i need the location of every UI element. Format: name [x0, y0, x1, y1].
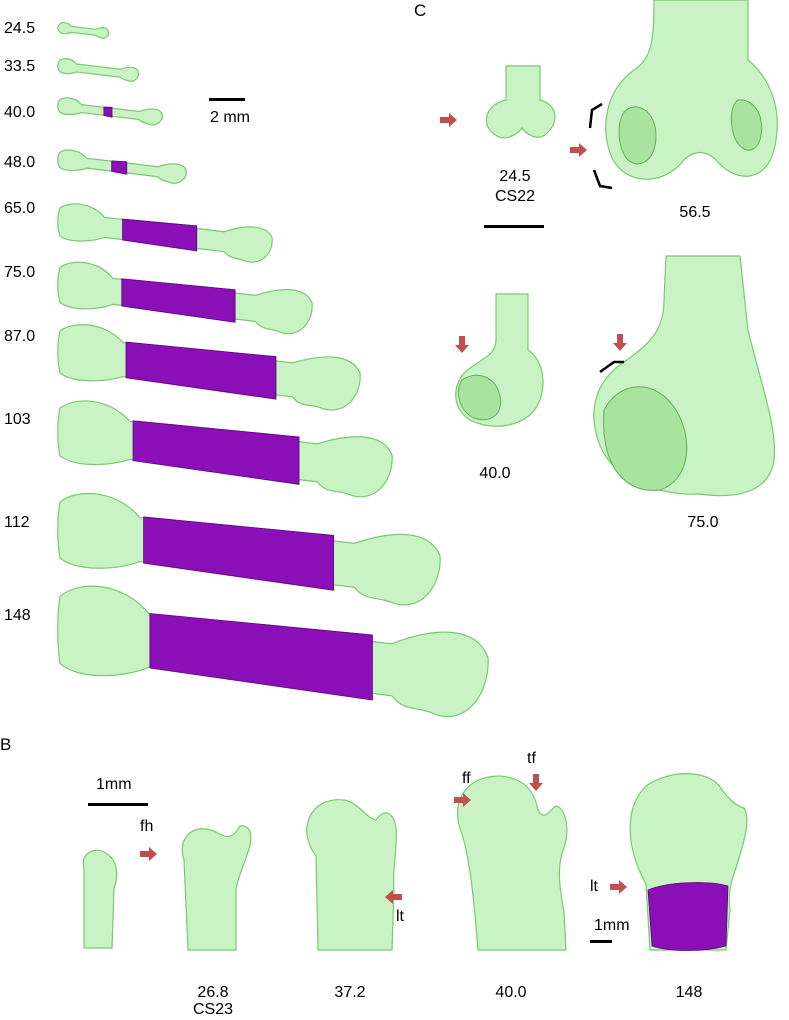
red-arrow-icon [140, 847, 157, 861]
panel-a-stage-label: 87.0 [4, 328, 36, 345]
panel-a-femur [57, 58, 140, 82]
panel-b-caption-4: 148 [675, 984, 703, 1001]
panel-a-ossified-shaft [122, 218, 198, 252]
panel-a-ossified-shaft [132, 420, 300, 485]
panel-a-ossified-shaft [149, 613, 373, 701]
red-arrow-icon [454, 793, 471, 807]
red-arrow-icon [440, 113, 457, 127]
panel-a-ossified-shaft [111, 160, 128, 175]
panel-c-caption-2: 56.5 [679, 204, 711, 221]
panel-c-caption-1-line1: 24.5 [499, 168, 531, 185]
red-arrow-icon [385, 890, 402, 904]
panel-a-ossified-shaft [121, 278, 236, 323]
panel-b-caption-3: 40.0 [495, 984, 527, 1001]
panel-a-bone-series [57, 21, 489, 718]
panel-a-stage-label: 48.0 [4, 154, 36, 171]
panel-c-distal-femur-75-0 [593, 255, 776, 497]
panel-a-stage-label: 148 [4, 607, 31, 624]
annotation-tf: tf [527, 750, 536, 767]
annotation-lt-1: lt [396, 908, 404, 925]
panel-a-ossified-shaft [143, 516, 334, 591]
panel-b-caption-2: 37.2 [334, 984, 366, 1001]
panel-b-scale-bar-bottom [590, 940, 612, 943]
arrow-layer [140, 113, 627, 904]
panel-b-caption-1-line1: 26.8 [197, 984, 229, 1001]
panel-a-stage-label: 112 [4, 514, 30, 531]
panel-b-scale-label-top: 1mm [96, 776, 132, 793]
panel-b-proximal-femur-1 [82, 849, 118, 949]
panel-b-caption-1-line2: CS23 [192, 1001, 234, 1018]
annotation-fh: fh [140, 818, 154, 835]
panel-b-scale-bar-top [88, 803, 148, 806]
red-arrow-icon [610, 880, 627, 894]
red-arrow-icon [529, 774, 543, 791]
red-arrow-icon [613, 334, 627, 351]
panel-c-distal-femur-56-5 [605, 0, 778, 180]
panel-b-proximal-femur-26-8 [181, 825, 252, 951]
annotation-ff: ff [462, 770, 471, 787]
red-arrow-icon [455, 336, 469, 353]
panel-b-proximal-femur-148 [629, 773, 748, 951]
panel-a-stage-label: 24.5 [4, 20, 36, 37]
panel-c-caption-3: 40.0 [479, 465, 511, 482]
panel-c-letter: C [414, 1, 427, 20]
panel-c-caption-4: 75.0 [687, 514, 719, 531]
panel-b-letter: B [0, 735, 12, 754]
panel-a-stage-label: 65.0 [4, 200, 36, 217]
panel-b-proximal-femur-40-0 [456, 775, 568, 951]
panel-c-scale-bar [484, 225, 544, 228]
panel-c-distal-femur-24-5 [485, 65, 556, 139]
red-arrow-icon [570, 143, 587, 157]
panel-a-ossified-shaft [125, 341, 277, 400]
panel-a-scale-label: 2 mm [210, 109, 250, 126]
panel-c-distal-femur-40-0 [455, 293, 544, 427]
panel-a-stage-label: 33.5 [4, 58, 36, 75]
panel-a-stage-label: 40.0 [4, 104, 36, 121]
panel-a-scale-bar [209, 98, 245, 101]
panel-c-caption-1-line2: CS22 [494, 188, 536, 205]
panel-b-proximal-femur-37-2 [306, 799, 398, 951]
panel-b-scale-label-bottom: 1mm [594, 917, 630, 934]
annotation-lt-2: lt [590, 878, 598, 895]
panel-a-stage-label: 75.0 [4, 264, 36, 281]
panel-b-ossified-shaft [647, 882, 729, 951]
panel-a-stage-label: 103 [4, 411, 31, 428]
panel-c-brackets [588, 102, 624, 374]
panel-a-ossified-shaft [103, 106, 113, 118]
panel-a-femur [57, 21, 110, 39]
